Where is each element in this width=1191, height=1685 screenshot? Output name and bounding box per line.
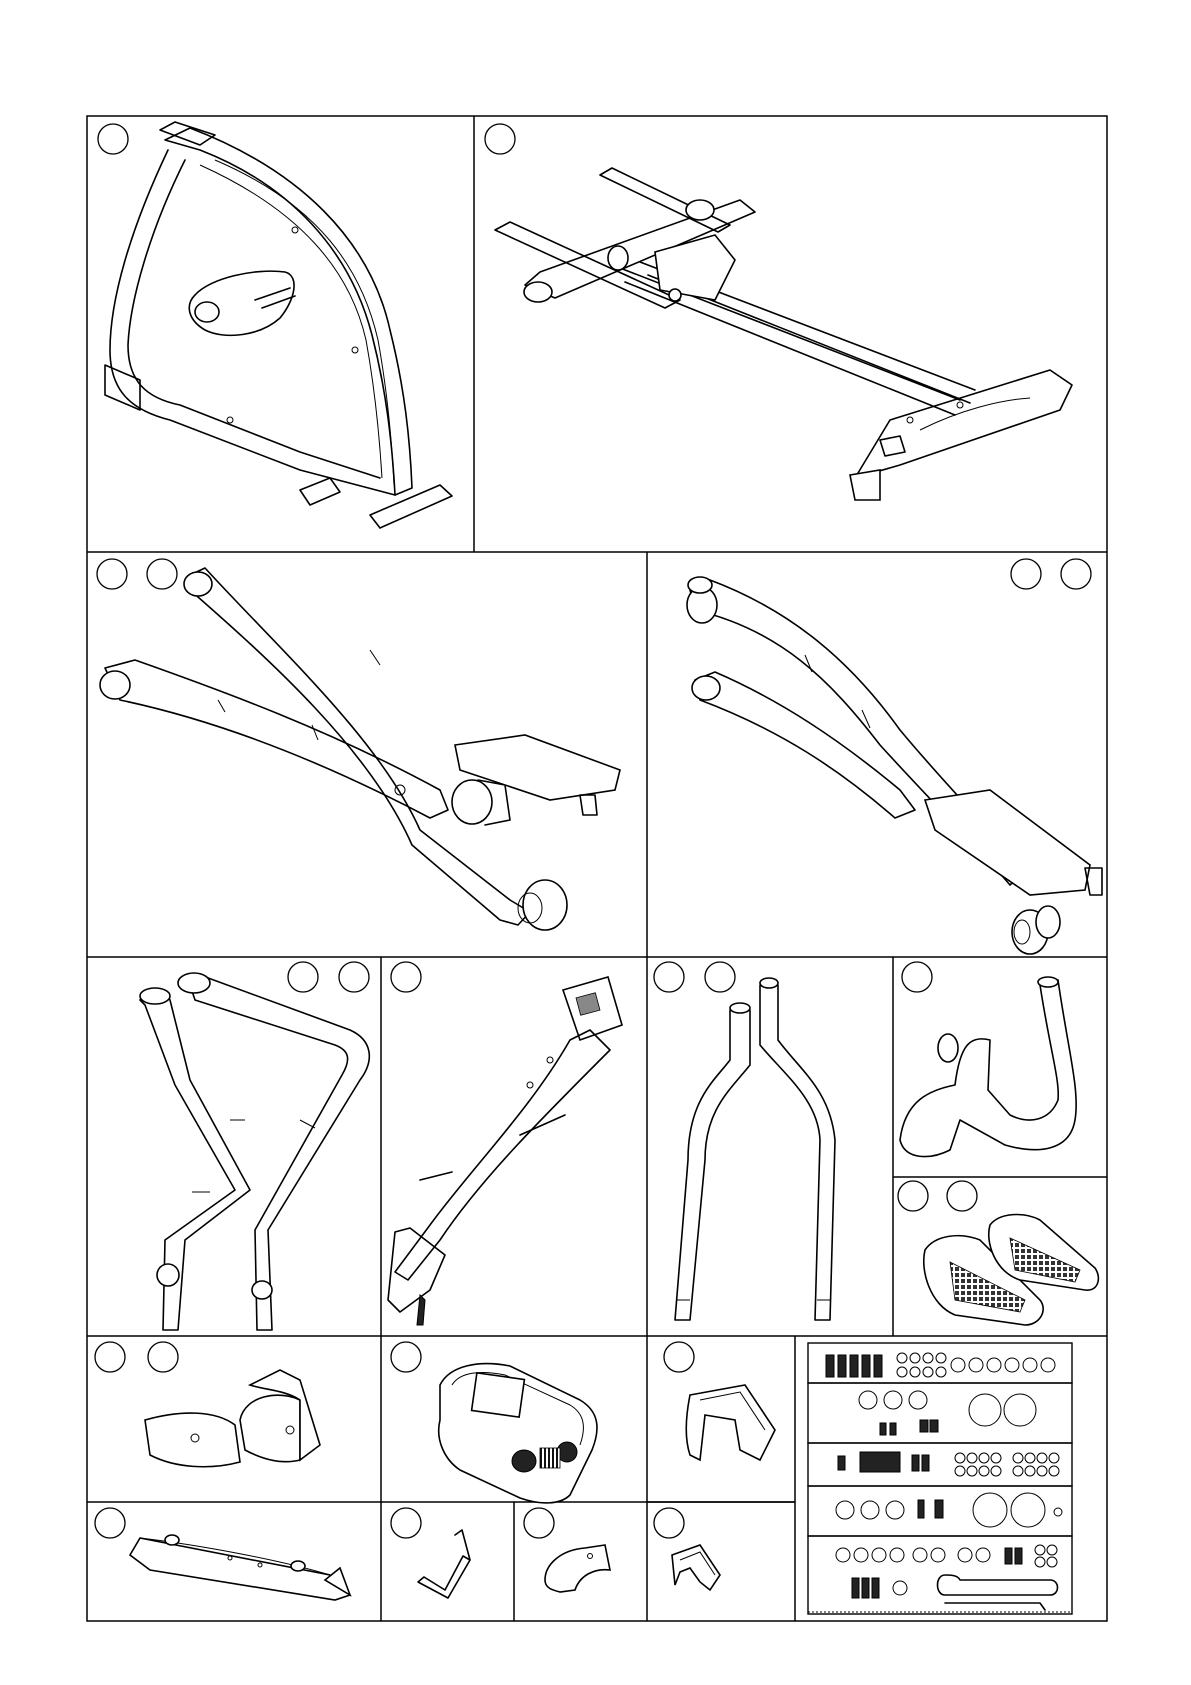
callout-p16	[654, 1508, 684, 1538]
callout-p9b	[947, 1181, 977, 1211]
console-mast-drawing	[388, 977, 622, 1325]
pivot-covers-drawing	[145, 1370, 320, 1467]
callout-p4a	[1011, 559, 1041, 589]
kit-bag-1	[826, 1353, 1055, 1377]
callout-p15	[524, 1508, 554, 1538]
callout-p4b	[1061, 559, 1091, 589]
upper-handlebars-drawing	[140, 973, 369, 1330]
callout-p1	[98, 124, 128, 154]
callout-p13	[95, 1508, 125, 1538]
kit-bag-4	[836, 1493, 1062, 1527]
callout-p3a	[97, 559, 127, 589]
callout-p8	[902, 962, 932, 992]
callout-p3b	[147, 559, 177, 589]
right-pedal-arm-drawing	[687, 577, 1102, 954]
callout-p9a	[898, 1181, 928, 1211]
base-rail-frame-drawing	[495, 168, 1072, 500]
kit-bag-3	[838, 1452, 1059, 1476]
tube-clip-drawing	[545, 1545, 610, 1592]
callout-p10b	[148, 1342, 178, 1372]
callout-p7a	[654, 962, 684, 992]
kit-bag-2	[859, 1391, 1036, 1435]
left-pedal-arm-drawing	[100, 568, 620, 930]
main-frame-drawing	[105, 122, 452, 528]
bracket-clip-drawing	[418, 1530, 470, 1598]
callout-p5a	[288, 962, 318, 992]
lower-handlebar-tubes-drawing	[675, 978, 835, 1320]
callout-p12	[664, 1342, 694, 1372]
callout-p11	[391, 1342, 421, 1372]
panel-grid	[87, 116, 1107, 1621]
hardware-kit-drawing	[808, 1343, 1072, 1614]
callout-p14	[391, 1508, 421, 1538]
callout-p2	[485, 124, 515, 154]
fixed-handlebar-drawing	[900, 977, 1076, 1157]
console-drawing	[439, 1364, 597, 1503]
foot-pedals-drawing	[924, 1215, 1099, 1325]
kit-bag-5	[836, 1545, 1058, 1610]
rear-stabilizer-drawing	[130, 1535, 350, 1600]
callout-p7b	[705, 962, 735, 992]
mast-cover-drawing	[686, 1385, 775, 1460]
callout-p6	[391, 962, 421, 992]
callout-p5b	[339, 962, 369, 992]
callout-p10a	[95, 1342, 125, 1372]
small-cover-drawing	[672, 1545, 720, 1590]
